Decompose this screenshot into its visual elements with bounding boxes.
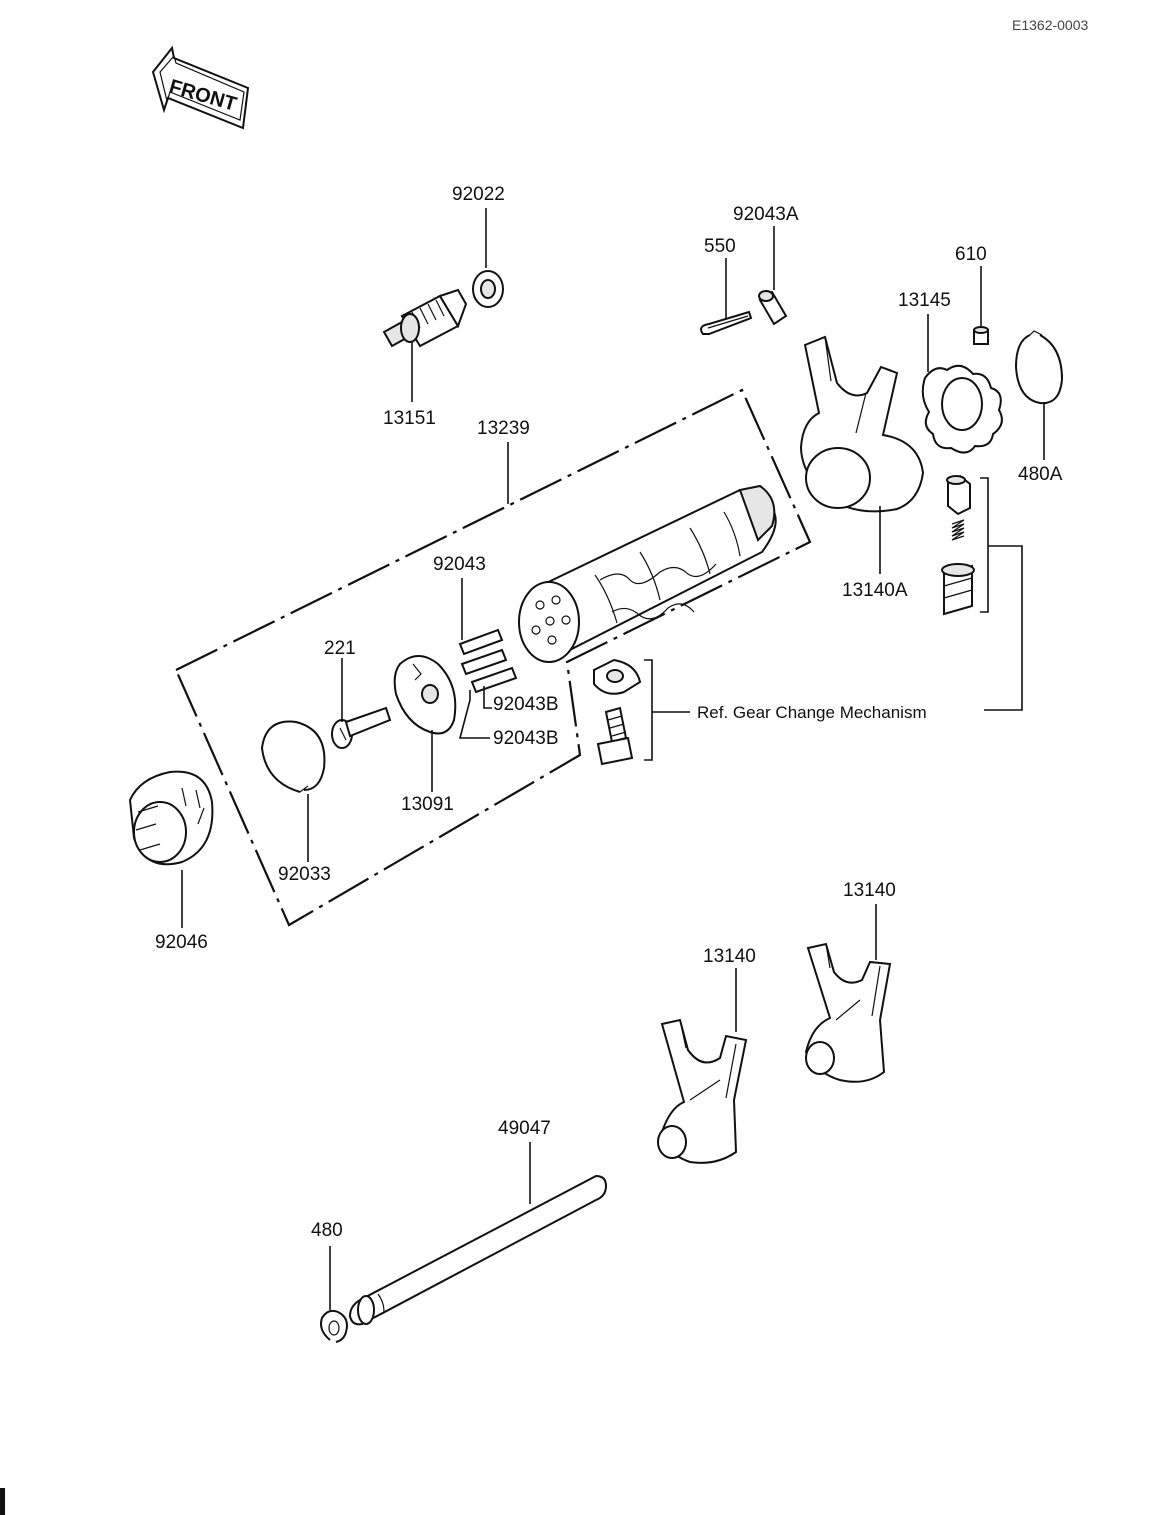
label-610: 610 xyxy=(955,244,987,265)
label-550: 550 xyxy=(704,236,736,257)
shift-rod-49047 xyxy=(348,1174,608,1326)
label-49047: 49047 xyxy=(498,1118,551,1139)
detent-plunger xyxy=(946,474,971,516)
shift-fork-13140A xyxy=(799,335,925,513)
label-92043B-upper: 92043B xyxy=(493,694,559,715)
plate-13091 xyxy=(393,655,457,735)
diagram-code: E1362-0003 xyxy=(1012,17,1089,33)
label-13151: 13151 xyxy=(383,408,436,429)
cotter-pin-550 xyxy=(700,310,753,335)
label-92043: 92043 xyxy=(433,554,486,575)
pin-92043A xyxy=(758,290,788,326)
shift-drum xyxy=(518,484,777,663)
neutral-switch-13151 xyxy=(382,288,468,348)
cam-plate-13145 xyxy=(921,364,1003,454)
ref-lock-plate xyxy=(593,658,642,695)
pins-92043 xyxy=(458,628,518,694)
front-arrow-icon: FRONT xyxy=(151,45,250,130)
label-13145: 13145 xyxy=(898,290,951,311)
scan-edge-mark xyxy=(0,1488,5,1515)
label-92043A: 92043A xyxy=(733,204,799,225)
shift-drum-assembly-outline xyxy=(174,388,812,927)
label-13140A: 13140A xyxy=(842,580,908,601)
circlip-92033 xyxy=(260,720,326,793)
label-480A: 480A xyxy=(1018,464,1063,485)
label-92033: 92033 xyxy=(278,864,331,885)
shift-fork-13140-middle xyxy=(657,1018,748,1164)
needle-bearing-92046 xyxy=(128,770,214,866)
label-480: 480 xyxy=(311,1220,343,1241)
label-13140-middle: 13140 xyxy=(703,946,756,967)
label-221: 221 xyxy=(324,638,356,659)
label-13239: 13239 xyxy=(477,418,530,439)
circlip-480 xyxy=(320,1309,348,1343)
pin-610 xyxy=(973,326,989,345)
label-92046: 92046 xyxy=(155,932,208,953)
detent-spring xyxy=(951,519,965,541)
label-13091: 13091 xyxy=(401,794,454,815)
shift-fork-13140-right xyxy=(804,942,892,1083)
detent-plug xyxy=(941,563,975,616)
ref-bolt xyxy=(596,706,634,766)
label-13140-right: 13140 xyxy=(843,880,896,901)
washer-92022 xyxy=(472,270,504,308)
label-92043B-lower: 92043B xyxy=(493,728,559,749)
label-92022: 92022 xyxy=(452,184,505,205)
reference-note: Ref. Gear Change Mechanism xyxy=(697,703,927,722)
screw-221 xyxy=(331,706,392,749)
circlip-480A xyxy=(1014,330,1064,405)
